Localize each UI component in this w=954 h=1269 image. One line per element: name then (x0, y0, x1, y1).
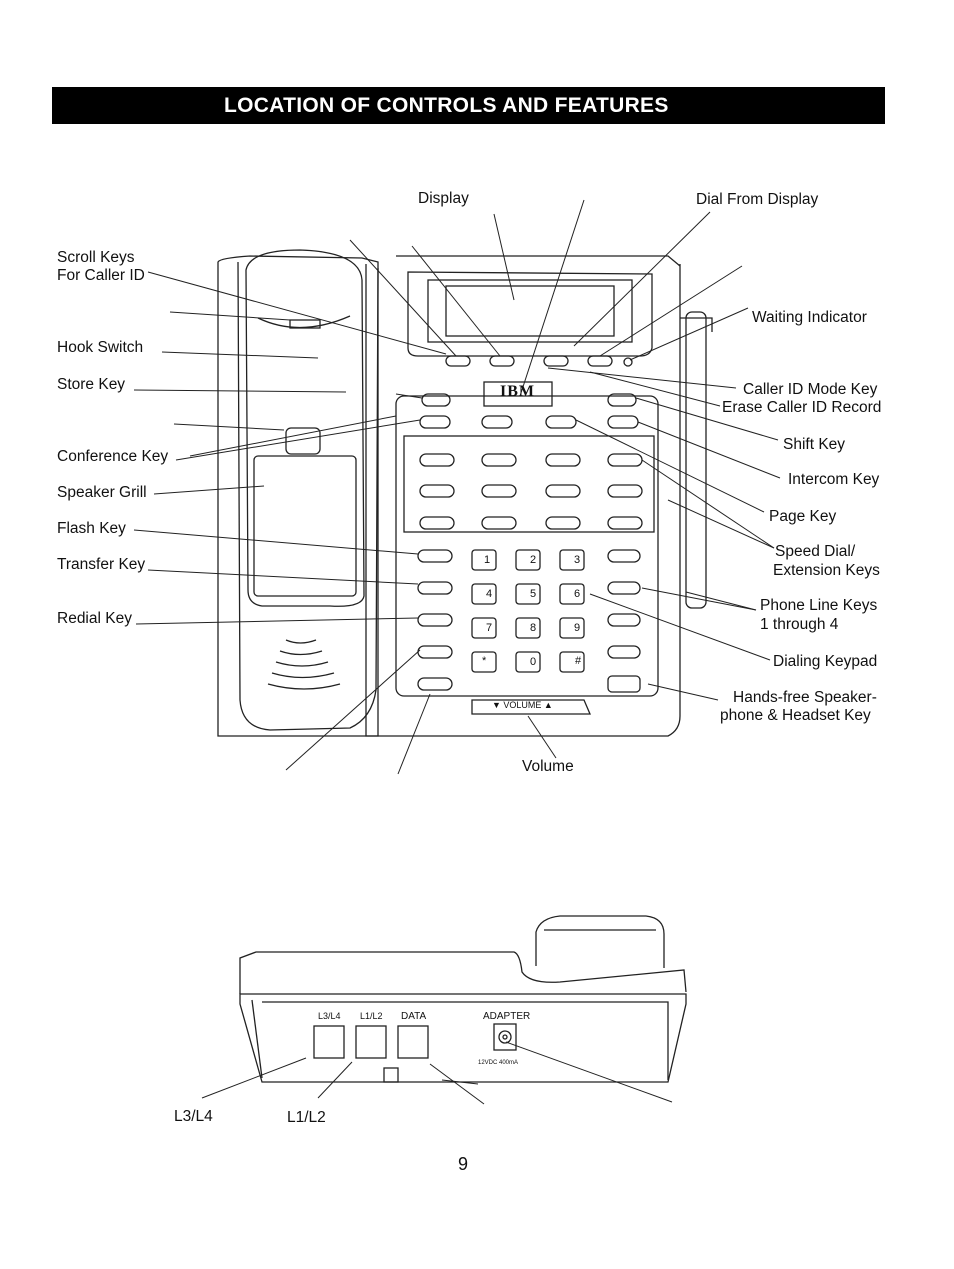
callout-l3l4: L3/L4 (174, 1108, 213, 1125)
keypad-key-star: * (482, 655, 487, 667)
label-caller-id-mode-key: Caller ID Mode Key (743, 381, 878, 398)
keypad-key-8: 8 (530, 622, 537, 634)
label-scroll-keys-1: Scroll Keys (57, 249, 135, 266)
label-conference-key: Conference Key (57, 448, 169, 465)
back-adapter-label: ADAPTER (483, 1011, 531, 1022)
label-hook-switch: Hook Switch (57, 339, 144, 356)
back-adapter-rating: 12VDC 400mA (478, 1060, 519, 1066)
keypad-key-1: 1 (484, 554, 491, 566)
back-jack-data-label: DATA (401, 1011, 427, 1022)
label-display: Display (418, 190, 469, 207)
keypad-key-5: 5 (530, 588, 537, 600)
label-handsfree-2: phone & Headset Key (720, 707, 871, 724)
label-speed-dial-1: Speed Dial/ (775, 543, 856, 560)
label-phone-line-keys-2: 1 through 4 (760, 616, 839, 633)
label-waiting-indicator: Waiting Indicator (752, 309, 867, 326)
keypad-key-7: 7 (486, 622, 493, 634)
keypad-key-6: 6 (574, 588, 581, 600)
label-dial-from-display: Dial From Display (696, 191, 819, 208)
label-shift-key: Shift Key (783, 436, 846, 453)
label-handsfree-1: Hands-free Speaker- (733, 689, 877, 706)
keypad-key-hash: # (575, 655, 582, 667)
label-volume: Volume (522, 758, 574, 775)
section-title: LOCATION OF CONTROLS AND FEATURES (52, 87, 885, 124)
label-store-key: Store Key (57, 376, 126, 393)
page-number: 9 (458, 1154, 469, 1174)
label-transfer-key: Transfer Key (57, 556, 146, 573)
label-redial-key: Redial Key (57, 610, 132, 627)
label-dialing-keypad: Dialing Keypad (773, 653, 878, 670)
back-jack-l1l2-label: L1/L2 (360, 1011, 383, 1021)
label-scroll-keys-2: For Caller ID (57, 267, 145, 284)
volume-strip-label: ▼ VOLUME ▲ (492, 700, 553, 710)
ibm-logo: IBM (500, 383, 535, 400)
label-speaker-grill: Speaker Grill (57, 484, 147, 501)
keypad-key-9: 9 (574, 622, 581, 634)
label-page-key: Page Key (769, 508, 837, 525)
keypad-key-0: 0 (530, 656, 537, 668)
label-flash-key: Flash Key (57, 520, 126, 537)
label-erase-caller-id-record: Erase Caller ID Record (722, 399, 882, 416)
back-jack-l3l4-label: L3/L4 (318, 1011, 341, 1021)
keypad-key-3: 3 (574, 554, 581, 566)
label-speed-dial-2: Extension Keys (773, 562, 880, 579)
keypad-key-2: 2 (530, 554, 537, 566)
label-phone-line-keys-1: Phone Line Keys (760, 597, 878, 614)
label-intercom-key: Intercom Key (788, 471, 880, 488)
callout-l1l2: L1/L2 (287, 1109, 326, 1126)
keypad-key-4: 4 (486, 588, 493, 600)
